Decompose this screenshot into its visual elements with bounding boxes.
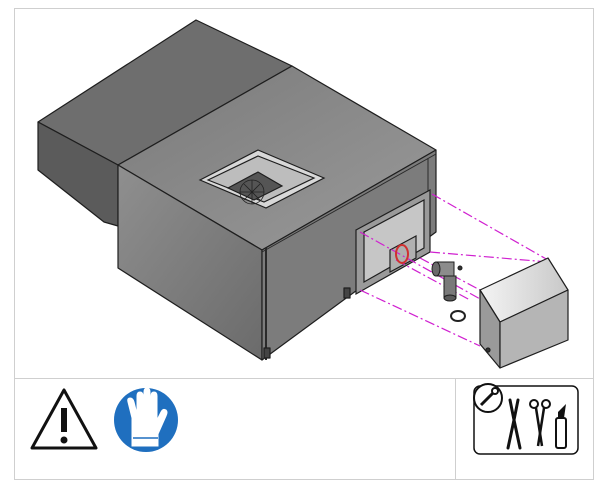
terminal-cover: [479, 257, 569, 369]
main-side-panel: [261, 149, 437, 361]
top-opening: [198, 149, 326, 209]
elbow-connector: [431, 261, 463, 302]
section-divider-vertical: [455, 378, 456, 480]
fan-icon: [239, 179, 265, 205]
seal-ring: [395, 244, 466, 322]
warning-triangle-icon: [30, 388, 98, 450]
side-recess: [355, 188, 431, 296]
section-divider-horizontal: [14, 378, 594, 379]
rear-housing-front: [37, 121, 119, 227]
protective-gloves-icon: [114, 387, 178, 452]
figure-frame: [14, 8, 594, 480]
tools-icon: [473, 383, 579, 455]
